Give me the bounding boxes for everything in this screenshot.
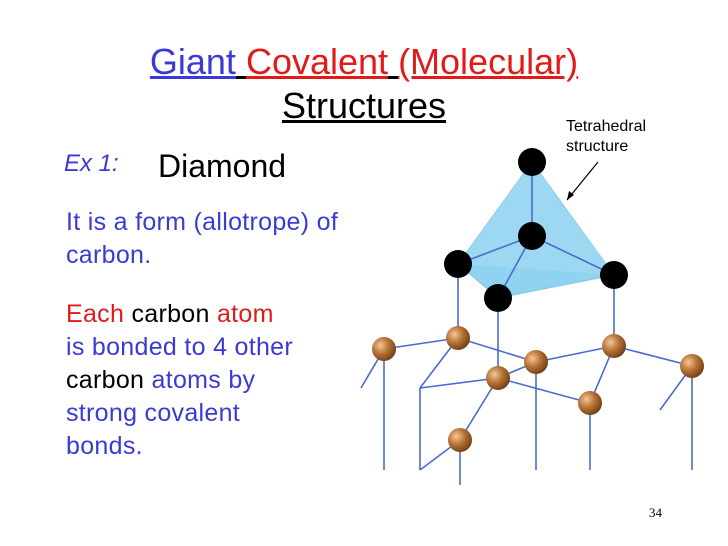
text-each: Each <box>66 300 125 328</box>
annotation-label: Tetrahedral structure <box>566 117 706 157</box>
text-is-bonded: is bonded to 4 other <box>66 333 293 361</box>
text-carbon-2: carbon <box>66 366 145 394</box>
tetrahedral-atoms <box>444 148 628 312</box>
text-carbon: carbon <box>131 300 210 328</box>
title-word-molecular: (Molecular) <box>398 41 579 82</box>
paragraph-allotrope: It is a form (allotrope) of carbon. <box>66 208 339 269</box>
title-word-giant: Giant <box>149 41 236 82</box>
annotation-line1: Tetrahedral <box>566 118 647 135</box>
annotation-arrowhead <box>567 191 574 200</box>
text-strong-covalent: strong covalent <box>66 399 241 427</box>
example-name: Diamond <box>158 148 287 184</box>
slide-title-line1: Giant Covalent (Molecular) <box>0 42 728 82</box>
title-word-structures: Structures <box>281 85 447 126</box>
slide-title-line2: Structures <box>0 86 728 126</box>
tetrahedron-back-face <box>458 162 614 275</box>
page-number: 34 <box>649 505 662 520</box>
text-bonds: bonds. <box>66 432 143 460</box>
lattice-atoms <box>372 326 704 452</box>
title-word-covalent: Covalent <box>245 41 389 82</box>
annotation-line2: structure <box>566 138 629 155</box>
text-atom: atom <box>216 300 274 328</box>
text-atoms-by: atoms by <box>151 366 256 394</box>
example-label: Ex 1: <box>64 150 119 177</box>
paragraph-bonding: Each carbon atom is bonded to 4 other ca… <box>66 298 366 463</box>
